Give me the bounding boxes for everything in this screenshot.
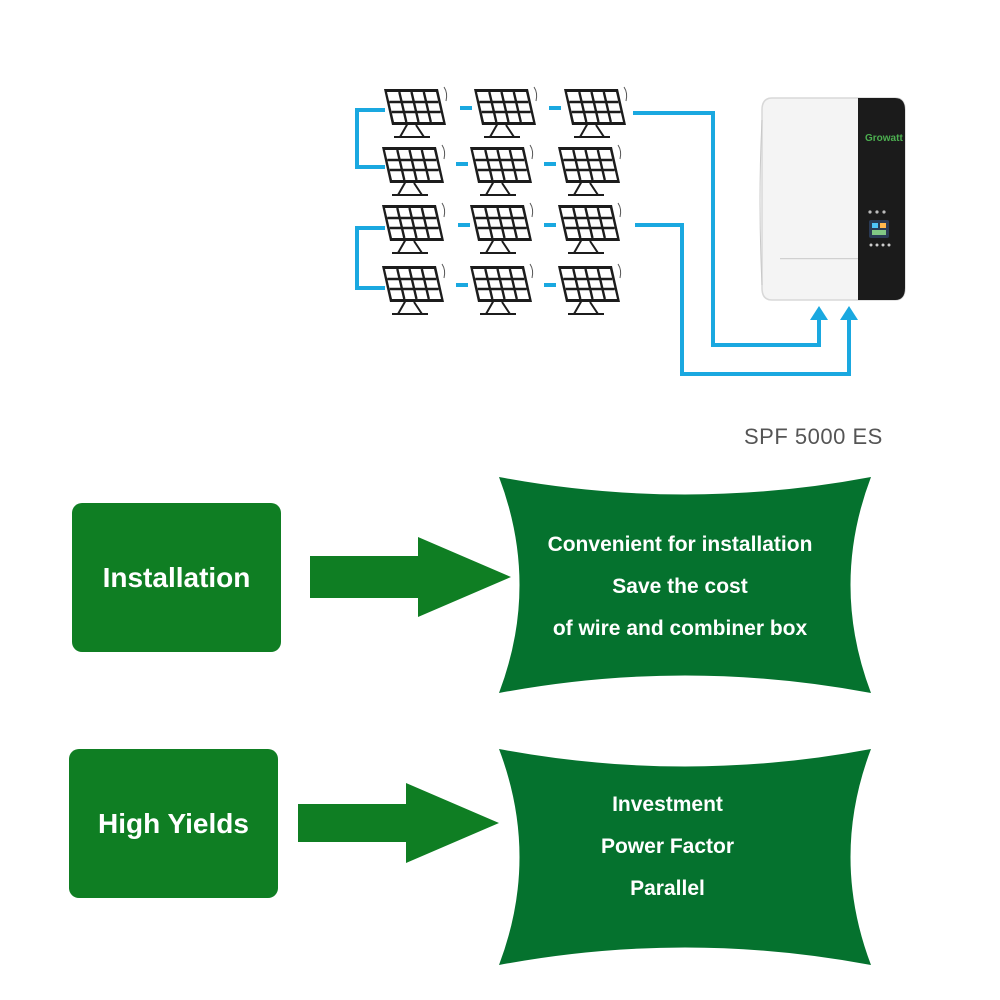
solar-panel-icon bbox=[382, 85, 448, 139]
inverter-model-label: SPF 5000 ES bbox=[744, 424, 883, 449]
solar-panel-icon bbox=[468, 201, 534, 255]
detail-line: Parallel bbox=[630, 877, 705, 900]
high-yields-details: Investment Power Factor Parallel bbox=[500, 784, 835, 910]
inverter-icon: Growatt bbox=[759, 97, 906, 301]
cable-string-2-loop bbox=[355, 226, 385, 290]
solar-panel-icon bbox=[472, 85, 538, 139]
feature-banner bbox=[499, 749, 871, 965]
cable-string-1-loop bbox=[355, 108, 385, 169]
solar-panel-icon bbox=[380, 201, 446, 255]
right-arrow-icon bbox=[298, 783, 499, 863]
solar-panel-icon bbox=[556, 201, 622, 255]
arrow-head-icon bbox=[810, 306, 828, 320]
cable-string-2-to-inverter bbox=[635, 223, 851, 376]
solar-panel-icon bbox=[562, 85, 628, 139]
feature-banner bbox=[499, 477, 871, 693]
cable-string-1-to-inverter bbox=[633, 111, 821, 347]
inverter-brand: Growatt bbox=[865, 133, 903, 144]
solar-panel-icon bbox=[556, 262, 622, 316]
cable-group bbox=[355, 106, 851, 376]
solar-array bbox=[380, 85, 628, 316]
right-arrow-icon bbox=[310, 537, 511, 617]
installation-details: Convenient for installation Save the cos… bbox=[500, 524, 860, 650]
solar-panel-icon bbox=[556, 143, 622, 197]
detail-line: Save the cost bbox=[612, 575, 748, 598]
feature-label: Installation bbox=[102, 561, 251, 593]
feature-label: High Yields bbox=[98, 807, 249, 839]
solar-panel-icon bbox=[468, 262, 534, 316]
solar-panel-icon bbox=[380, 143, 446, 197]
solar-panel-icon bbox=[468, 143, 534, 197]
detail-line: Investment bbox=[612, 793, 723, 816]
detail-line: of wire and combiner box bbox=[552, 617, 808, 640]
feature-box-high-yields: High Yields bbox=[69, 749, 278, 898]
feature-box-installation: Installation bbox=[72, 503, 281, 652]
solar-panel-icon bbox=[380, 262, 446, 316]
detail-line: Convenient for installation bbox=[547, 533, 813, 556]
detail-line: Power Factor bbox=[600, 835, 735, 858]
arrow-head-icon bbox=[840, 306, 858, 320]
